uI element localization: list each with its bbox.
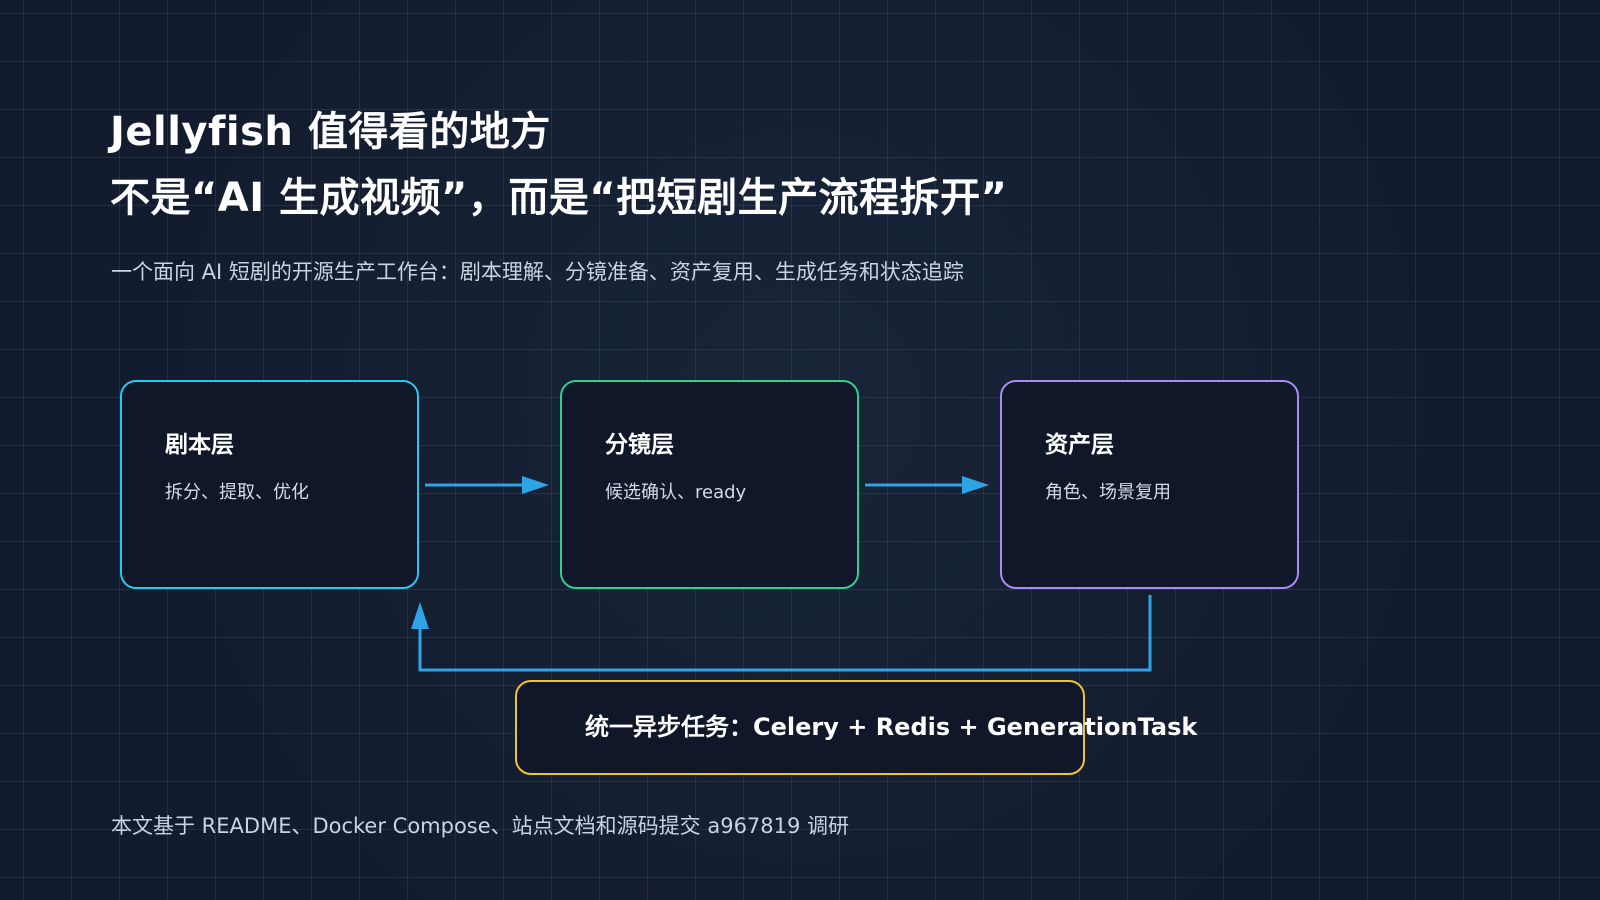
layer-card-script: 剧本层 拆分、提取、优化	[120, 380, 419, 589]
layer-card-asset: 资产层 角色、场景复用	[1000, 380, 1299, 589]
layer-card-title: 剧本层	[165, 432, 234, 458]
layer-card-desc: 拆分、提取、优化	[165, 482, 309, 503]
layer-card-desc: 角色、场景复用	[1045, 482, 1171, 503]
layer-card-title: 资产层	[1045, 432, 1114, 458]
source-note: 本文基于 README、Docker Compose、站点文档和源码提交 a96…	[111, 814, 850, 838]
arrow-asset-back-to-script	[411, 595, 1152, 672]
layer-card-storyboard: 分镜层 候选确认、ready	[560, 380, 859, 589]
page-title-line-2: 不是“AI 生成视频”，而是“把短剧生产流程拆开”	[110, 175, 1008, 221]
page-subtitle: 一个面向 AI 短剧的开源生产工作台：剧本理解、分镜准备、资产复用、生成任务和状…	[111, 260, 964, 284]
page-title: Jellyfish 值得看的地方	[110, 109, 551, 155]
async-task-label: 统一异步任务：Celery + Redis + GenerationTask	[585, 713, 1198, 741]
async-task-box	[515, 680, 1085, 775]
arrow-script-to-storyboard	[425, 476, 549, 494]
layer-card-desc: 候选确认、ready	[605, 482, 747, 503]
arrow-storyboard-to-asset	[865, 476, 989, 494]
layer-card-title: 分镜层	[605, 432, 674, 458]
